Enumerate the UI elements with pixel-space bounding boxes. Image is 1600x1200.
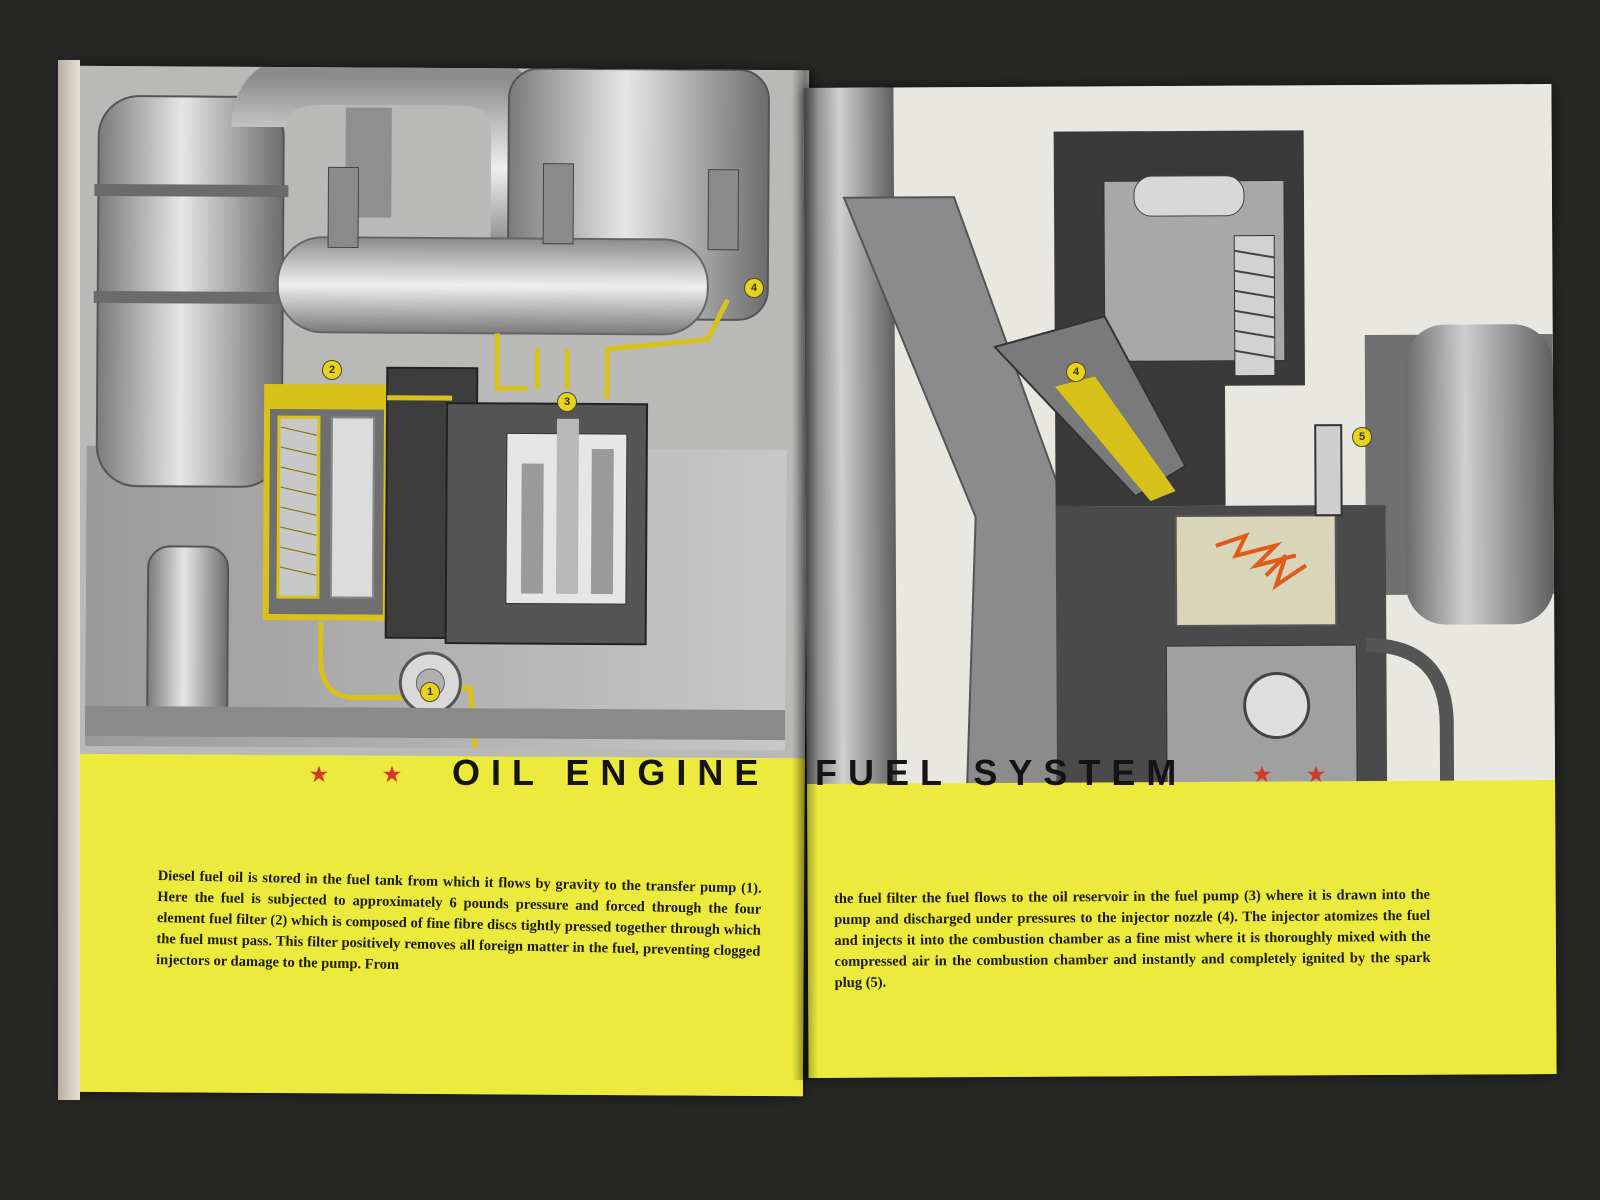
star-ornament: ★: [1253, 764, 1282, 786]
spine-gutter: [792, 70, 818, 1080]
body-paragraph-left: Diesel fuel oil is stored in the fuel ta…: [155, 867, 762, 974]
star-ornament: ★: [383, 764, 412, 786]
callout-marker-4-cutaway: 4: [1066, 362, 1086, 382]
title-right-half: FUEL SYSTEM: [815, 752, 1188, 793]
page-title: ★ ★ OIL ENGINE FUEL SYSTEM ★ ★: [0, 752, 1600, 802]
callout-marker-5: 5: [1352, 427, 1372, 447]
page-stack-edge: [58, 60, 80, 1100]
callout-marker-4: 4: [744, 278, 764, 298]
star-ornament: ★: [1307, 764, 1336, 786]
body-paragraph-right: the fuel filter the fuel flows to the oi…: [834, 886, 1431, 991]
left-page: [62, 65, 810, 1097]
engine-cutaway-illustration: [803, 84, 1556, 788]
callout-marker-1: 1: [420, 682, 440, 702]
right-page: [803, 84, 1557, 1078]
engine-fuel-illustration: [64, 65, 810, 771]
star-ornament: ★: [310, 764, 339, 786]
callout-marker-2: 2: [322, 360, 342, 380]
title-left-half: OIL ENGINE: [452, 752, 770, 793]
callout-marker-3: 3: [557, 392, 577, 412]
